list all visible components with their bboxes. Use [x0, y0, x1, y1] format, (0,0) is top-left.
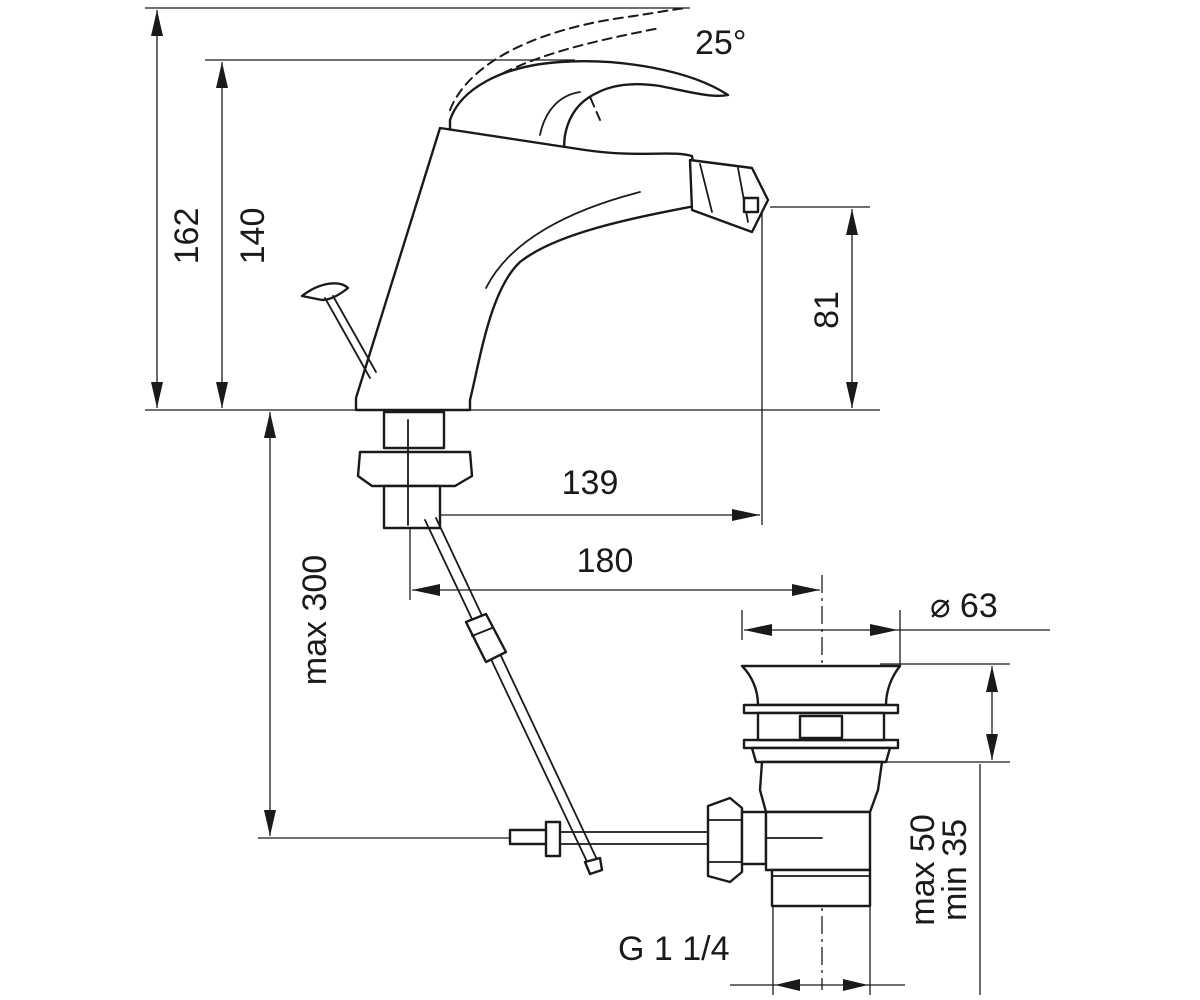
- dimension-max-300: [264, 412, 276, 836]
- label-spout-reach: 139: [562, 464, 619, 502]
- dimension-140: [216, 62, 228, 408]
- label-max-rod: max 300: [296, 555, 334, 685]
- popup-rod-line-a: [424, 519, 591, 869]
- dimension-81: [846, 209, 858, 408]
- lever-handle: [448, 60, 730, 162]
- dimension-labels: 25° 162 140 81 139 180 max 300 ⌀ 63 max …: [168, 24, 998, 968]
- drain-plug-stem: [798, 714, 844, 740]
- lever-handle-curve: [539, 91, 581, 136]
- rod-connector-line: [471, 627, 493, 637]
- drain-body-upper: [758, 760, 884, 814]
- dimension-139: [412, 509, 760, 521]
- popup-rod-upper-b: [332, 295, 377, 373]
- drain-assembly: [508, 664, 902, 908]
- aerator-line-1: [699, 163, 713, 213]
- label-drain-diameter: ⌀ 63: [930, 587, 998, 625]
- fixing-nut: [356, 450, 474, 488]
- linkage-clip-block: [544, 820, 562, 858]
- label-spout-height: 81: [808, 291, 846, 329]
- body-contour-line: [485, 191, 641, 289]
- popup-rod: [424, 517, 604, 876]
- label-total-height: 162: [168, 208, 206, 265]
- linkage-fitting: [740, 810, 768, 866]
- label-drain-max: max 50: [904, 814, 942, 926]
- dimension-162: [151, 10, 163, 408]
- extension-lines: [145, 7, 1010, 995]
- spout-aerator: [688, 158, 770, 234]
- mixer-body: [300, 7, 770, 530]
- linkage-nut: [706, 796, 744, 884]
- shank-upper: [382, 410, 446, 450]
- rod-end: [583, 856, 604, 876]
- dimension-drain-flange: [986, 666, 998, 760]
- popup-rod-line-b: [435, 517, 601, 867]
- label-rod-reach: 180: [577, 542, 634, 580]
- dimension-diameter-63: [744, 624, 1050, 636]
- aerator-nozzle: [742, 196, 760, 214]
- drain-flange-top: [740, 664, 902, 707]
- rod-connector: [464, 612, 508, 664]
- popup-rod-upper-a: [324, 297, 371, 379]
- drain-body-middle: [764, 810, 872, 872]
- shank-lower: [382, 484, 442, 530]
- lever-raised-outline-top: [449, 7, 689, 111]
- label-lever-angle: 25°: [695, 24, 746, 62]
- label-body-height: 140: [234, 208, 272, 265]
- label-drain-min: min 35: [936, 819, 974, 921]
- dimension-180: [412, 584, 820, 596]
- drain-flange-base: [750, 746, 892, 764]
- dimension-thread: [730, 979, 905, 991]
- mixer-main-body: [354, 126, 702, 412]
- label-thread: G 1 1/4: [618, 930, 730, 968]
